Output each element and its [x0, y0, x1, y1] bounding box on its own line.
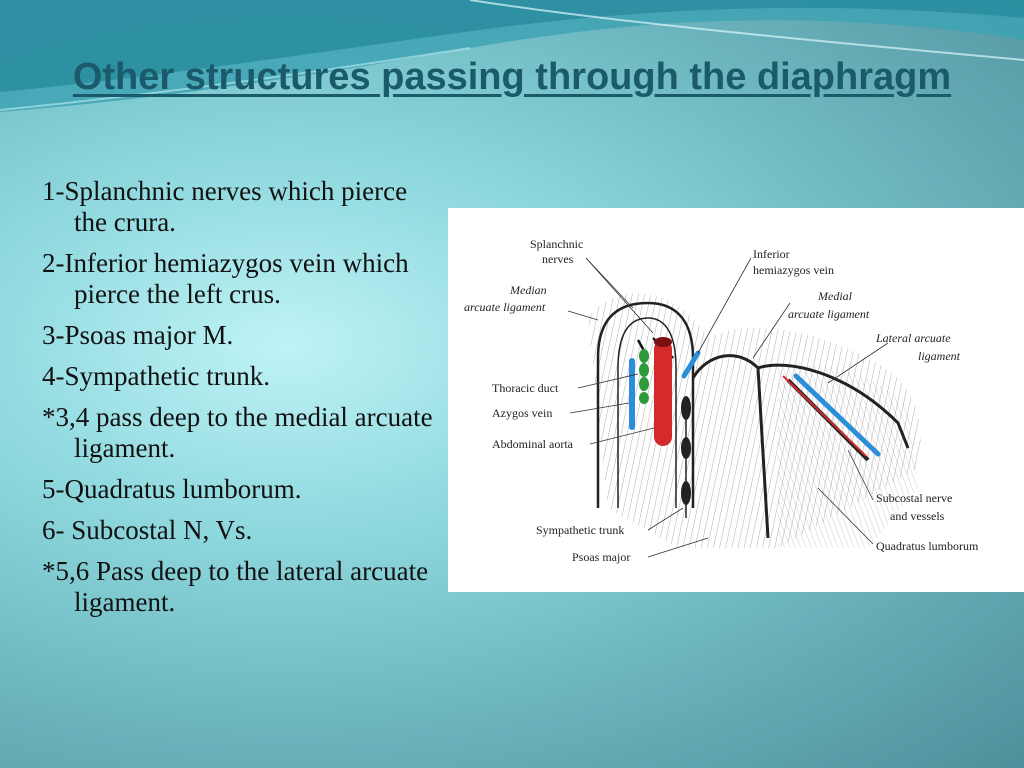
label-median-2: arcuate ligament [464, 300, 546, 314]
list-item: 6- Subcostal N, Vs. [42, 515, 253, 545]
label-lateral: Lateral arcuate [875, 331, 951, 345]
label-splanchnic: Splanchnic [530, 237, 583, 251]
label-thoracic-duct: Thoracic duct [492, 381, 559, 395]
label-inferior: Inferior [753, 247, 790, 261]
azygos-vein [629, 358, 635, 430]
label-medial-2: arcuate ligament [788, 307, 870, 321]
list-item: 1-Splanchnic nerves which pierce the cru… [42, 176, 408, 237]
subcostal-artery [782, 375, 867, 457]
label-inferior-2: hemiazygos vein [753, 263, 834, 277]
list-item: 3-Psoas major M. [42, 320, 234, 350]
list-item: 2-Inferior hemiazygos vein which pierce … [42, 248, 409, 309]
median-arcuate-outline [596, 301, 695, 508]
label-lateral-2: ligament [918, 349, 961, 363]
label-abdominal-aorta: Abdominal aorta [492, 437, 574, 451]
list-item: *3,4 pass deep to the medial arcuate lig… [42, 402, 433, 463]
list-item: 5-Quadratus lumborum. [42, 474, 302, 504]
label-quadratus-lumborum: Quadratus lumborum [876, 539, 979, 553]
label-splanchnic-2: nerves [542, 252, 574, 266]
label-psoas-major: Psoas major [572, 550, 630, 564]
label-median: Median [509, 283, 547, 297]
diaphragm-illustration: Splanchnic nerves Median arcuate ligamen… [464, 237, 979, 564]
subcostal-vein [793, 373, 881, 457]
header-wave-decoration [0, 0, 1024, 112]
list-item: 4-Sympathetic trunk. [42, 361, 270, 391]
structures-list: 1-Splanchnic nerves which pierce the cru… [42, 176, 442, 628]
label-subcostal-2: and vessels [890, 509, 945, 523]
sympathetic-trunk [681, 396, 691, 518]
label-medial: Medial [817, 289, 853, 303]
diaphragm-diagram: Splanchnic nerves Median arcuate ligamen… [448, 208, 1024, 592]
abdominal-aorta [654, 340, 672, 446]
lateral-arcuate-outline [757, 363, 910, 449]
label-subcostal: Subcostal nerve [876, 491, 952, 505]
inferior-hemiazygos-vein [681, 350, 701, 379]
label-azygos-vein: Azygos vein [492, 406, 552, 420]
list-item: *5,6 Pass deep to the lateral arcuate li… [42, 556, 429, 617]
medial-arcuate-outline [691, 354, 770, 539]
thoracic-duct [639, 349, 649, 404]
label-sympathetic-trunk: Sympathetic trunk [536, 523, 624, 537]
slide-title: Other structures passing through the dia… [72, 56, 952, 98]
